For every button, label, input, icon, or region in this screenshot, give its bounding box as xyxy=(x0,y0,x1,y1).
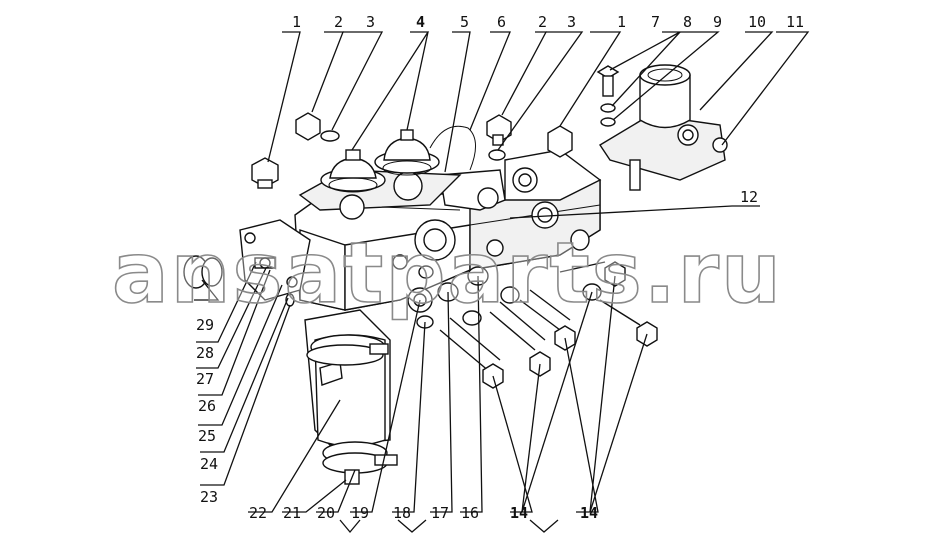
thermostat-seat-left xyxy=(339,194,365,220)
callout-25: 25 xyxy=(198,427,216,445)
callout-10: 10 xyxy=(748,13,766,31)
callout-4-top: 4 xyxy=(416,13,425,31)
callout-1-right: 1 xyxy=(617,13,626,31)
watermark-text: ansatparts.ru xyxy=(112,224,783,322)
leader-lines xyxy=(194,31,810,534)
thermostat-seat-right xyxy=(393,171,423,201)
callout-29: 29 xyxy=(196,316,214,334)
thermostat-left xyxy=(320,149,386,193)
callout-12: 12 xyxy=(740,188,758,206)
callout-23: 23 xyxy=(200,488,218,506)
wire-clip xyxy=(429,125,476,171)
upper-bracket xyxy=(439,149,602,211)
callout-2-left: 2 xyxy=(334,13,343,31)
hose-clamp-lower xyxy=(322,452,398,485)
callout-9: 9 xyxy=(713,13,722,31)
callout-17: 17 xyxy=(431,504,449,522)
callout-19: 19 xyxy=(351,504,369,522)
plug-left xyxy=(251,157,279,189)
callout-5: 5 xyxy=(460,13,469,31)
coolant-pipe xyxy=(304,309,391,465)
outlet-elbow xyxy=(599,64,728,191)
plug-right xyxy=(547,125,573,158)
main-housing xyxy=(294,179,601,311)
callout-7: 7 xyxy=(651,13,660,31)
callout-11: 11 xyxy=(786,13,804,31)
plug-with-washer-left xyxy=(295,112,340,142)
callout-21: 21 xyxy=(283,504,301,522)
callout-28: 28 xyxy=(196,344,214,362)
callout-18: 18 xyxy=(393,504,411,522)
callout-14-left: 14 xyxy=(510,504,528,522)
callout-16: 16 xyxy=(461,504,479,522)
plug-with-washer-right xyxy=(486,114,512,161)
callout-3-right: 3 xyxy=(567,13,576,31)
callout-8: 8 xyxy=(683,13,692,31)
callout-6: 6 xyxy=(497,13,506,31)
callout-2-right: 2 xyxy=(538,13,547,31)
hose-clamp-upper xyxy=(306,343,389,366)
callout-1-left: 1 xyxy=(292,13,301,31)
small-fittings xyxy=(407,229,602,329)
callout-26: 26 xyxy=(198,397,216,415)
callout-20: 20 xyxy=(317,504,335,522)
thermostat-right xyxy=(374,129,440,176)
callout-24: 24 xyxy=(200,455,218,473)
callout-14-right: 14 xyxy=(580,504,598,522)
callout-22: 22 xyxy=(249,504,267,522)
parts-artwork xyxy=(183,64,728,485)
callout-27: 27 xyxy=(196,370,214,388)
bolt-washers xyxy=(596,65,620,127)
callout-3-left: 3 xyxy=(366,13,375,31)
callout-labels: 1 2 3 4 5 6 2 3 1 7 8 9 10 11 12 29 28 2… xyxy=(196,13,804,522)
